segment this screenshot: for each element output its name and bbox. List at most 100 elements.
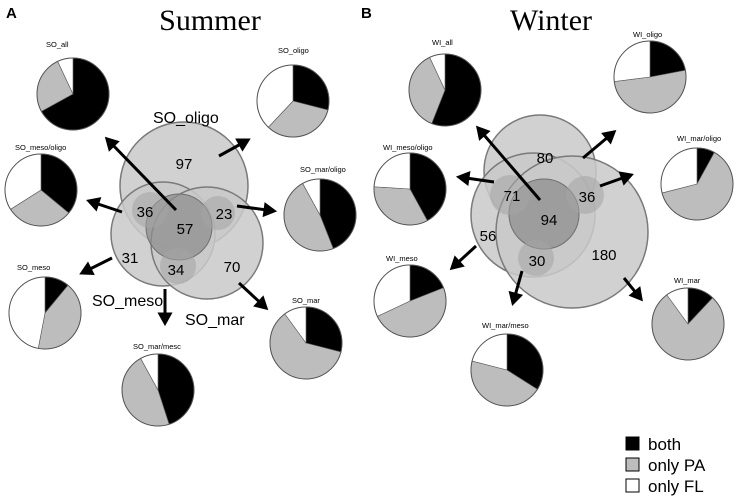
set-label-so-oligo: SO_oligo (153, 110, 219, 127)
arrow-wi-mar-head (628, 286, 643, 302)
pie-outline (283, 178, 357, 252)
pie-outline (651, 287, 725, 361)
pie-so-meso: SO_meso (8, 263, 82, 350)
arrow-so-mar-meso-head (157, 312, 173, 327)
count-so-oligo-only: 97 (176, 156, 193, 173)
count-so-all: 57 (177, 221, 194, 238)
pie-so-oligo: SO_oligo (256, 46, 330, 138)
venn-overlap-wi-ring-b (566, 176, 604, 214)
arrow-so-mar-head (253, 295, 269, 311)
pie-outline (256, 64, 330, 138)
arrow-so-oligo-head (235, 138, 251, 152)
pie-wi-all: WI_all (408, 38, 482, 127)
pie-outline (373, 264, 447, 338)
pie-label: WI_meso (386, 254, 418, 263)
arrow-so-mar-oligo-head (262, 202, 278, 218)
arrow-so-meso-head (79, 261, 95, 276)
pie-outline (269, 306, 343, 380)
count-so-mar-meso: 34 (168, 262, 185, 279)
legend: both only PA only FL (625, 435, 706, 496)
arrow-wi-oligo-head (601, 130, 617, 145)
count-wi-all: 94 (541, 212, 558, 229)
count-wi-meso-oligo: 71 (504, 188, 521, 205)
venn-overlap-wi-ring-a (490, 175, 530, 215)
pie-so-meso-oligo: SO_meso/oligo (4, 143, 78, 227)
panel-title-winter: Winter (510, 4, 592, 37)
arrow-wi-mar-meso-head (508, 290, 524, 306)
count-so-meso-oligo: 36 (137, 204, 154, 221)
pie-wi-mar-oligo: WI_mar/oligo (660, 134, 734, 221)
pie-label: SO_oligo (278, 46, 309, 55)
pie-wi-oligo: WI_oligo (613, 30, 687, 114)
pie-label: WI_mar/meso (482, 321, 529, 330)
panel-label-b: B (361, 5, 372, 22)
pie-wi-meso-oligo: WI_meso/oligo (373, 143, 447, 226)
pie-slice-only-fl (8, 276, 46, 349)
pie-slice-only-fl (613, 40, 651, 82)
pie-outline (470, 333, 544, 407)
panel-winter: B Winter 80 71 94 36 56 30 180 WI_all WI… (361, 4, 734, 407)
count-wi-oligo-only: 80 (537, 150, 554, 167)
pie-wi-meso: WI_meso (373, 254, 447, 338)
pie-so-mar: SO_mar (269, 296, 343, 380)
arrow-wi-meso-head (449, 255, 465, 271)
pie-outline (613, 40, 687, 114)
pie-slice-only-fl (373, 152, 411, 190)
venn-overlap-so-ring-a (132, 192, 168, 228)
panel-label-a: A (6, 5, 17, 22)
pie-outline (408, 53, 482, 127)
pie-label: SO_meso/oligo (15, 143, 66, 152)
venn-overlap-so-ring-b (201, 196, 235, 230)
pie-label: SO_mar/oligo (300, 165, 346, 174)
pie-label: WI_meso/oligo (383, 143, 433, 152)
pie-label: WI_all (432, 38, 453, 47)
legend-swatch-both (625, 436, 640, 451)
count-wi-meso-only: 56 (480, 228, 497, 245)
pie-so-all: SO_all (36, 40, 110, 131)
pie-outline (4, 153, 78, 227)
arrow-so-all-head (104, 136, 120, 152)
arrow-so-all (105, 137, 178, 212)
legend-label-only-fl: only FL (648, 477, 704, 496)
arrow-so-meso-oligo-head (86, 197, 102, 212)
count-so-mar-oligo: 23 (216, 206, 233, 223)
count-wi-mar-only: 180 (591, 247, 616, 264)
pie-label: SO_all (46, 40, 69, 49)
pie-label: SO_meso (17, 263, 50, 272)
pie-outline (121, 353, 195, 427)
legend-swatch-only-pa (625, 457, 640, 472)
panel-title-summer: Summer (159, 4, 261, 37)
pie-wi-mar: WI_mar (651, 276, 725, 361)
venn-overlap-so-ring-c (160, 248, 196, 284)
count-wi-mar-meso: 30 (529, 253, 546, 270)
legend-label-only-pa: only PA (648, 456, 706, 475)
pie-label: WI_mar/oligo (677, 134, 721, 143)
pie-outline (36, 57, 110, 131)
venn-overlap-wi-ring-c (518, 240, 554, 276)
legend-label-both: both (648, 435, 681, 454)
pie-label: SO_mar (292, 296, 320, 305)
pie-so-mar-meso: SO_mar/mesc (121, 342, 195, 427)
arrows-winter (449, 125, 643, 306)
count-wi-mar-oligo: 36 (579, 189, 596, 206)
arrows-summer (79, 136, 278, 327)
pie-label: WI_oligo (633, 30, 662, 39)
legend-swatch-only-fl (625, 478, 640, 493)
pie-label: SO_mar/mesc (133, 342, 181, 351)
panel-summer: A Summer SO_oligo SO_meso SO_mar 97 36 5… (4, 4, 357, 427)
pie-outline (660, 147, 734, 221)
pie-so-mar-oligo: SO_mar/oligo (283, 165, 357, 252)
count-so-meso-only: 31 (122, 250, 139, 267)
pie-outline (373, 152, 447, 226)
pie-wi-mar-meso: WI_mar/meso (470, 321, 544, 407)
set-label-so-mar: SO_mar (185, 312, 245, 329)
set-label-so-meso: SO_meso (92, 293, 163, 310)
count-so-mar-only: 70 (224, 259, 241, 276)
arrow-wi-all-head (475, 125, 491, 141)
pie-label: WI_mar (674, 276, 701, 285)
arrow-wi-all (476, 127, 542, 201)
arrow-wi-mar-oligo-head (618, 171, 634, 186)
arrow-wi-meso-oligo-head (455, 171, 471, 186)
pie-outline (8, 276, 82, 350)
